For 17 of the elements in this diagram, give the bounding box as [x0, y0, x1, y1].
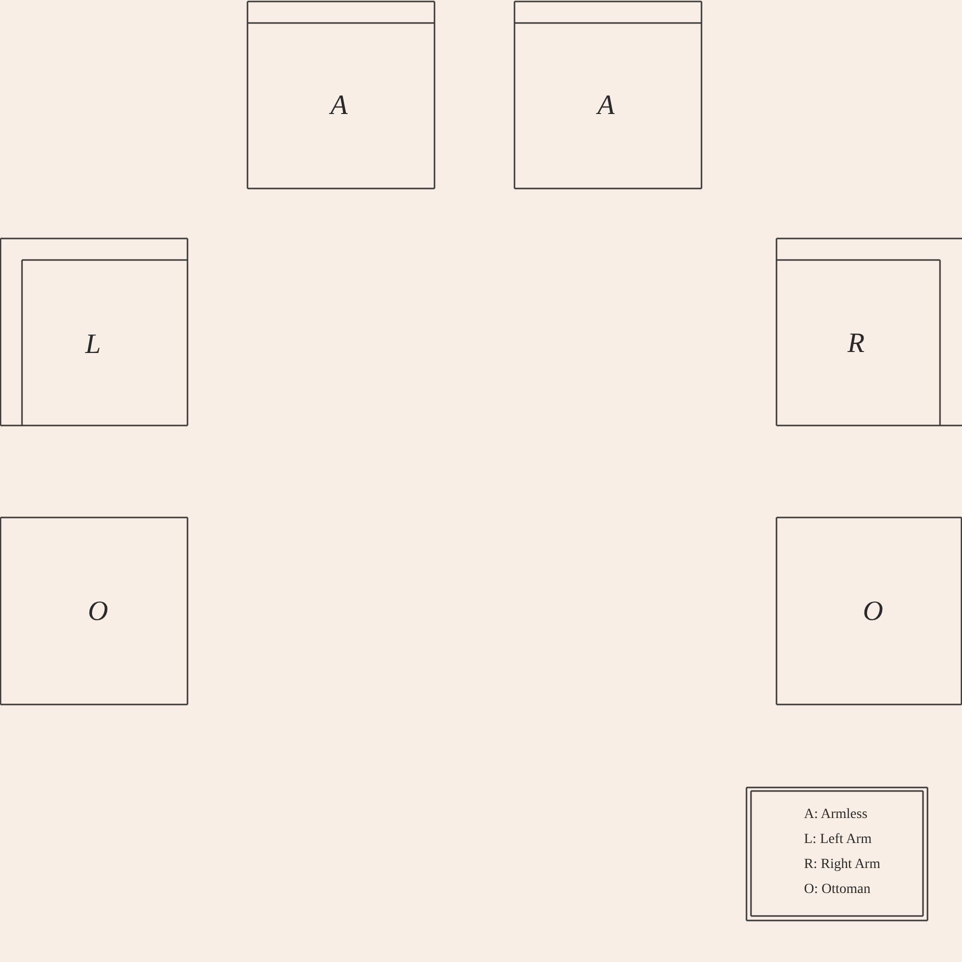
sofa-section	[514, 1, 702, 189]
section-letter: O	[862, 596, 884, 628]
ottoman-section	[0, 517, 188, 705]
sofa-section	[0, 238, 188, 426]
legend-text: A: Armless	[804, 807, 868, 823]
section-letter: A	[597, 90, 615, 122]
section-letter: A	[330, 90, 348, 122]
section-letter: O	[88, 596, 108, 628]
section-letter: L	[85, 329, 101, 361]
legend-box	[746, 787, 928, 921]
section-letter: R	[847, 328, 865, 360]
legend-text: R: Right Arm	[804, 857, 880, 873]
sofa-section	[247, 1, 435, 189]
ottoman-section	[776, 517, 962, 705]
legend-text: O: Ottoman	[804, 882, 870, 898]
sofa-section	[776, 238, 962, 426]
legend-text: L: Left Arm	[804, 832, 872, 848]
